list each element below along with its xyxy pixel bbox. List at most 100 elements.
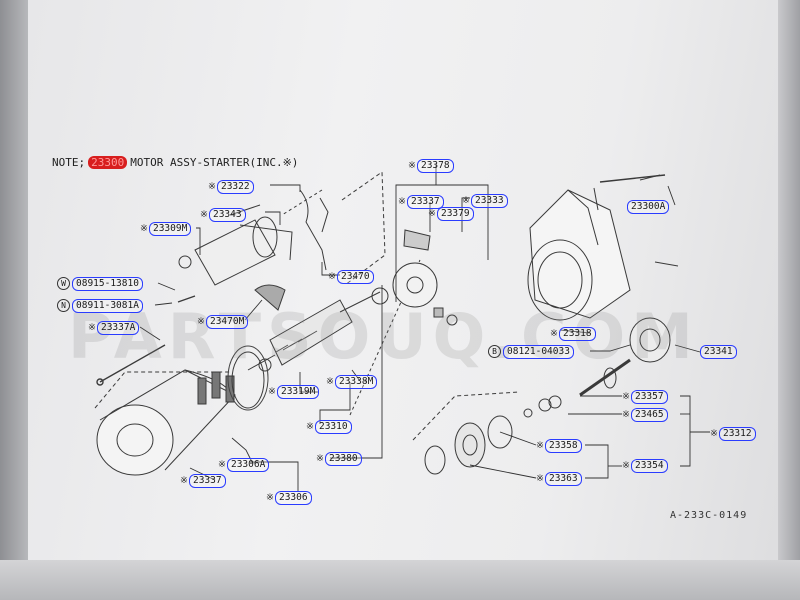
included-marker: ※ xyxy=(306,421,314,432)
part-code-link[interactable]: 23337A xyxy=(96,321,140,335)
part-code-link[interactable]: 23343 xyxy=(208,208,246,222)
part-label-p23465: ※23465 xyxy=(622,408,668,422)
monitor-bezel-bottom xyxy=(0,560,800,600)
part-label-p23379: ※23379 xyxy=(428,207,474,221)
part-label-p23380: ※23380 xyxy=(316,452,362,466)
part-label-p23470m: ※23470M xyxy=(197,315,249,329)
part-code-link[interactable]: 23379 xyxy=(436,207,474,221)
part-code-link[interactable]: 23363 xyxy=(544,472,582,486)
part-code-link[interactable]: 23337 xyxy=(406,195,444,209)
included-marker: ※ xyxy=(462,195,470,206)
part-code-link[interactable]: 23465 xyxy=(630,408,668,422)
part-code-link[interactable]: 23309M xyxy=(148,222,192,236)
included-marker: ※ xyxy=(268,386,276,397)
part-label-p23363: ※23363 xyxy=(536,472,582,486)
fastener-code-link[interactable]: 08915-13810 xyxy=(72,277,143,291)
part-label-p23354: ※23354 xyxy=(622,459,668,473)
part-code-link[interactable]: 23338M xyxy=(334,375,378,389)
part-label-p23322: ※23322 xyxy=(208,180,254,194)
dashed-frame-left xyxy=(94,371,230,409)
part-label-p23378: ※23378 xyxy=(408,159,454,173)
included-marker: ※ xyxy=(140,223,148,234)
included-marker: ※ xyxy=(266,492,274,503)
monitor-bezel-left xyxy=(0,0,28,600)
included-marker: ※ xyxy=(408,160,416,171)
part-code-link[interactable]: 23333 xyxy=(470,194,508,208)
part-label-p23306: ※23306 xyxy=(266,491,312,505)
dashed-frame-top xyxy=(281,189,323,216)
part-label-p23337: ※23337 xyxy=(398,195,444,209)
dashed-link-1 xyxy=(349,259,421,416)
reduction-gears xyxy=(424,415,513,475)
included-marker: ※ xyxy=(180,475,188,486)
part-code-link[interactable]: 23337 xyxy=(188,474,226,488)
part-code-link[interactable]: 23300A xyxy=(627,200,670,214)
part-code-link[interactable]: 23322 xyxy=(216,180,254,194)
part-code-link[interactable]: 23380 xyxy=(324,452,362,466)
part-label-p23319m: ※23319M xyxy=(268,385,320,399)
through-bolts xyxy=(96,174,666,386)
part-label-p23338m: ※23338M xyxy=(326,375,378,389)
included-marker: ※ xyxy=(622,460,630,471)
part-label-p23343: ※23343 xyxy=(200,208,246,222)
included-marker: ※ xyxy=(88,322,96,333)
included-marker: ※ xyxy=(550,328,558,339)
part-code-link[interactable]: 23310 xyxy=(314,420,352,434)
part-label-p23333: ※23333 xyxy=(462,194,508,208)
part-label-p23470: ※23470 xyxy=(328,270,374,284)
part-code-link[interactable]: 23470 xyxy=(336,270,374,284)
part-label-p23306a: ※23306A xyxy=(218,458,270,472)
part-code-link[interactable]: 23354 xyxy=(630,459,668,473)
included-marker: ※ xyxy=(208,181,216,192)
included-marker: ※ xyxy=(536,440,544,451)
part-code-link[interactable]: 23357 xyxy=(630,390,668,404)
included-marker: ※ xyxy=(316,453,324,464)
part-label-p23357: ※23357 xyxy=(622,390,668,404)
solenoid xyxy=(178,204,293,286)
part-label-p23309m: ※23309M xyxy=(140,222,192,236)
included-marker: ※ xyxy=(428,208,436,219)
part-code-link[interactable]: 23358 xyxy=(544,439,582,453)
part-label-p23341: 23341 xyxy=(700,345,737,359)
note-highlight-code[interactable]: 23300 xyxy=(88,156,128,169)
part-code-link[interactable]: 23319M xyxy=(276,385,320,399)
part-label-p23337a: ※23337A xyxy=(88,321,140,335)
armature xyxy=(247,287,389,372)
part-code-link[interactable]: 23341 xyxy=(700,345,737,359)
part-code-link[interactable]: 23378 xyxy=(416,159,454,173)
note-prefix: NOTE; xyxy=(52,156,86,169)
included-marker: ※ xyxy=(536,473,544,484)
included-marker: ※ xyxy=(710,428,718,439)
monitor-bezel-right xyxy=(778,0,800,600)
fastener-type-marker: W xyxy=(57,277,70,290)
part-label-p23310: ※23310 xyxy=(306,420,352,434)
fastener-type-marker: N xyxy=(57,299,70,312)
included-marker: ※ xyxy=(622,391,630,402)
part-label-p23358: ※23358 xyxy=(536,439,582,453)
part-code-link[interactable]: 23312 xyxy=(718,427,756,441)
included-marker: ※ xyxy=(197,316,205,327)
o-ring xyxy=(227,345,269,411)
dashed-frame-center xyxy=(341,171,386,286)
part-label-p23337b: ※23337 xyxy=(180,474,226,488)
included-marker: ※ xyxy=(328,271,336,282)
fastener-code-link[interactable]: 08121-04033 xyxy=(503,345,574,359)
brush-holder xyxy=(392,229,458,326)
part-code-link[interactable]: 23306 xyxy=(274,491,312,505)
part-label-p23318: ※23318 xyxy=(550,327,596,341)
part-code-link[interactable]: 23470M xyxy=(205,315,249,329)
part-code-link[interactable]: 23306A xyxy=(226,458,270,472)
fastener-code-link[interactable]: 08911-3081A xyxy=(72,299,143,313)
shift-lever xyxy=(254,189,329,311)
included-marker: ※ xyxy=(200,209,208,220)
diagram-reference: A-233C-0149 xyxy=(670,510,748,521)
included-marker: ※ xyxy=(326,376,334,387)
part-code-link[interactable]: 23318 xyxy=(558,327,596,341)
note-text: MOTOR ASSY-STARTER(INC.※) xyxy=(130,156,299,169)
